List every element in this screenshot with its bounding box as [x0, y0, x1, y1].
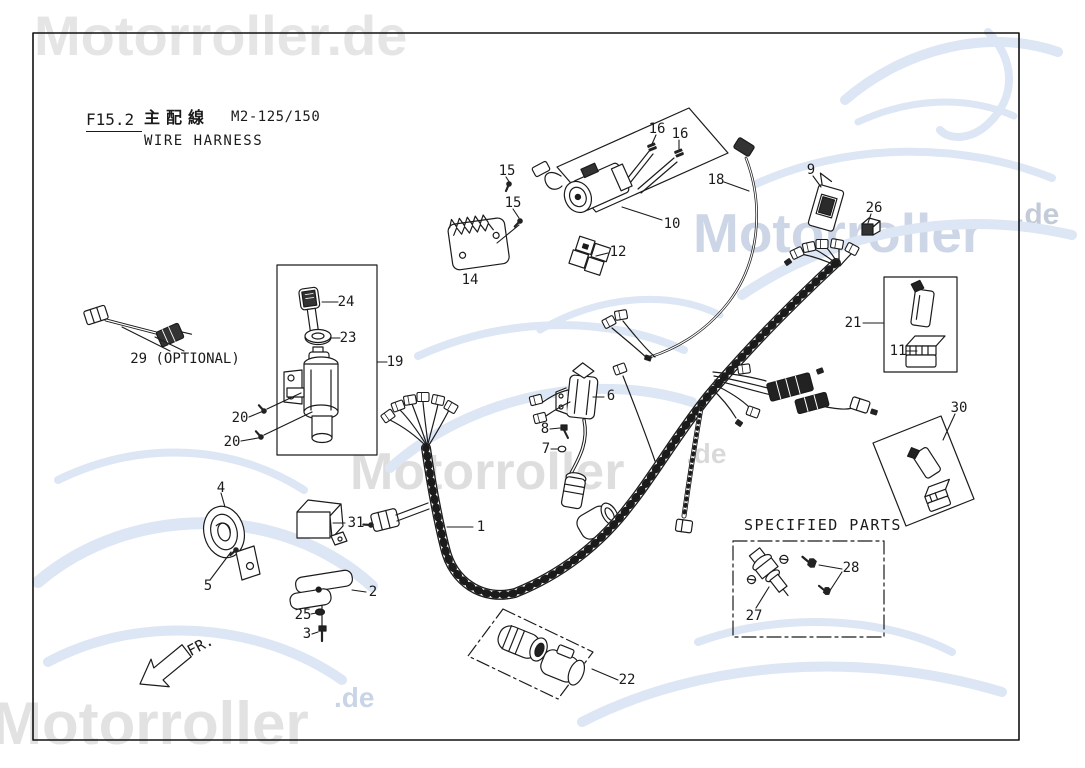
relay-9-drawing [807, 172, 845, 232]
bolt-3 [318, 625, 327, 643]
part-callout-6: 6 [606, 388, 616, 404]
bolt-8 [560, 424, 569, 439]
box-30-drawing [872, 415, 975, 527]
part-callout-1: 1 [476, 519, 486, 535]
part-callout-24: 24 [337, 294, 355, 310]
ignition-coil-drawing [528, 362, 619, 540]
part-callout-16: 16 [648, 121, 666, 137]
part-callout-30: 30 [950, 400, 968, 416]
diagram-border [32, 32, 1020, 741]
part-callout-8: 8 [540, 421, 550, 437]
part-callout-21: 21 [844, 315, 862, 331]
part-callout-23: 23 [339, 330, 357, 346]
part-callout-11: 11 [889, 343, 907, 359]
screw-15-a [504, 180, 513, 193]
leader-lines [121, 134, 956, 681]
part-callout-4: 4 [216, 480, 226, 496]
fuse-block-drawing [568, 235, 612, 276]
part-callout-22: 22 [618, 672, 636, 688]
ignition-switch-drawing [276, 264, 378, 456]
model-code: M2-125/150 [231, 109, 321, 125]
screw-20-b [252, 430, 266, 442]
part-callout-20: 20 [231, 410, 249, 426]
part-callout-2: 2 [368, 584, 378, 600]
horn-drawing [203, 505, 261, 581]
part-callout-25: 25 [294, 607, 312, 623]
watermark-top-left: Motorroller.de [34, 4, 408, 67]
washer-25 [314, 608, 326, 616]
part-callout-29-OPTIONAL-: 29 (OPTIONAL) [130, 351, 240, 367]
part-callout-31: 31 [347, 515, 365, 531]
box-21-drawing [883, 276, 958, 373]
part-callout-15: 15 [504, 195, 522, 211]
part-callout-20: 20 [223, 434, 241, 450]
starter-motor-drawing [531, 107, 729, 214]
title-japanese: 主配線 [144, 108, 211, 127]
part-callout-28: 28 [842, 560, 860, 576]
part-callout-16: 16 [671, 126, 689, 142]
part-callout-3: 3 [302, 626, 312, 642]
relay-31-drawing [296, 499, 430, 546]
front-direction-arrow [139, 644, 192, 688]
part-callout-26: 26 [865, 200, 883, 216]
part-callout-15: 15 [498, 163, 516, 179]
wire-18-drawing [643, 137, 758, 363]
part-callout-9: 9 [806, 162, 816, 178]
spark-cap-box-drawing [467, 608, 594, 700]
specified-parts-label: SPECIFIED PARTS [744, 516, 902, 534]
part-callout-18: 18 [707, 172, 725, 188]
part-callout-14: 14 [461, 272, 479, 288]
part-callout-12: 12 [609, 244, 627, 260]
washer-7 [557, 445, 567, 453]
part-callout-27: 27 [745, 608, 763, 624]
wire-harness-drawing [379, 237, 879, 595]
optional-cable-drawing [83, 304, 193, 348]
line-art [83, 107, 975, 700]
part-callout-7: 7 [541, 441, 551, 457]
part-callout-10: 10 [663, 216, 681, 232]
part-callout-19: 19 [386, 354, 404, 370]
cdi-unit-drawing [289, 569, 353, 643]
figure-code: F15.2 [86, 110, 143, 132]
watermark-bottom-left-suffix: .de [334, 682, 375, 713]
part-callout-5: 5 [203, 578, 213, 594]
specified-parts-box-drawing [732, 540, 885, 638]
regulator-drawing [447, 214, 510, 271]
cube-26-drawing [861, 217, 881, 236]
title-english: WIRE HARNESS [144, 133, 264, 149]
watermark-bottom-left: Motorroller [0, 690, 309, 757]
